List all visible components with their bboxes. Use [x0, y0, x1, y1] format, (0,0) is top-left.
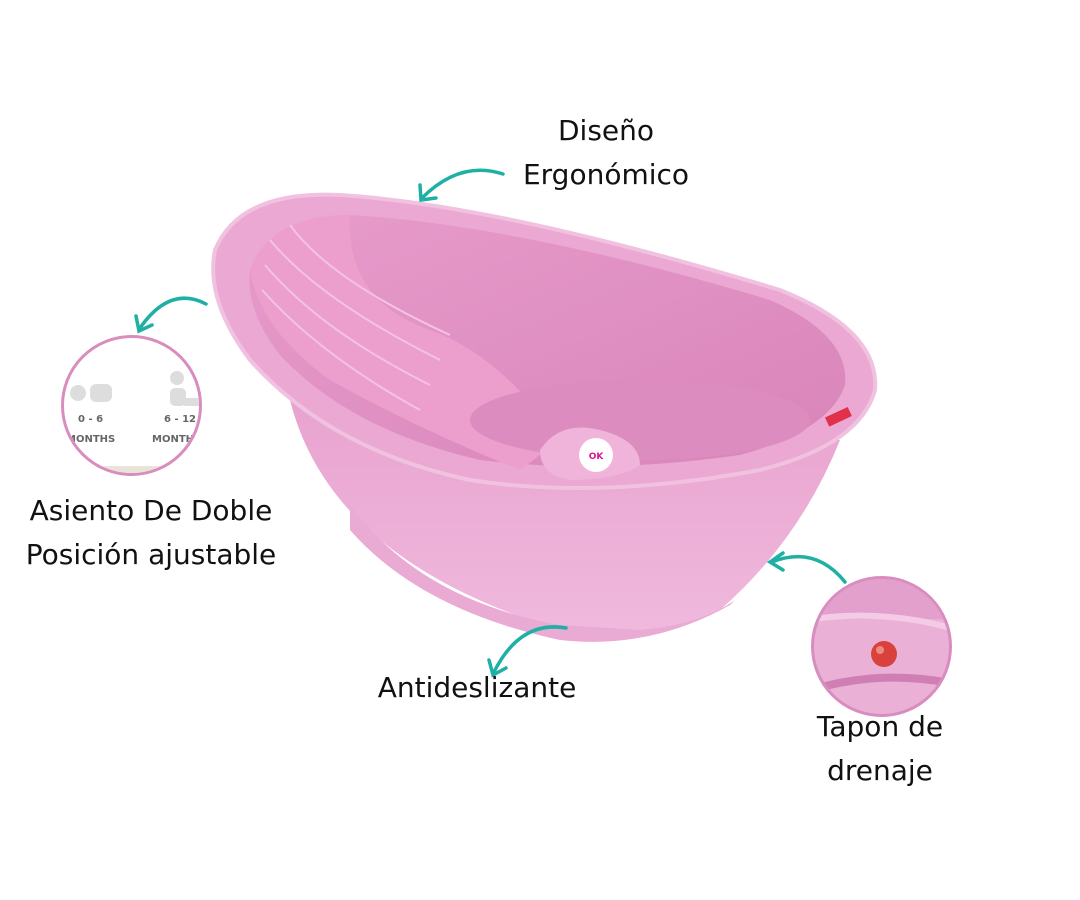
stage-unit: MONTHS — [66, 434, 116, 445]
label-drain-plug: Tapon de drenaje — [730, 705, 1030, 793]
label-ergonomic-design: Diseño Ergonómico — [456, 109, 756, 197]
label-line: Posición ajustable — [25, 538, 277, 571]
bathtub: OK — [211, 192, 878, 642]
brand-logo — [579, 438, 613, 472]
drain-plug-icon — [871, 641, 897, 667]
label-line: Asiento De Doble — [29, 494, 273, 527]
arrow-ergonomic — [420, 168, 505, 200]
arrow-drain — [770, 554, 847, 584]
label-line: drenaje — [827, 754, 933, 787]
label-adjustable-seat: Asiento De Doble Posición ajustable — [1, 489, 301, 577]
stage-range: 6 - 12 — [164, 414, 196, 425]
label-line: Tapon de — [816, 710, 944, 743]
label-line: Diseño — [557, 114, 655, 147]
stage-range: 0 - 6 — [78, 414, 104, 425]
stage-unit: MONTHS — [152, 434, 202, 445]
label-line: Ergonómico — [522, 158, 690, 191]
arrow-seat — [138, 296, 208, 330]
svg-text:OK: OK — [589, 452, 605, 462]
baby-seat-icons — [70, 371, 199, 473]
seat-positions-inset: 0 - 6 MONTHS 6 - 12 MONTHS — [61, 335, 202, 476]
arrow-antislip — [492, 625, 568, 674]
drain-plug-closeup — [814, 579, 949, 693]
label-antislip: Antideslizante — [377, 671, 577, 704]
annotation-arrows — [134, 168, 847, 678]
drain-plug-inset — [811, 576, 952, 717]
